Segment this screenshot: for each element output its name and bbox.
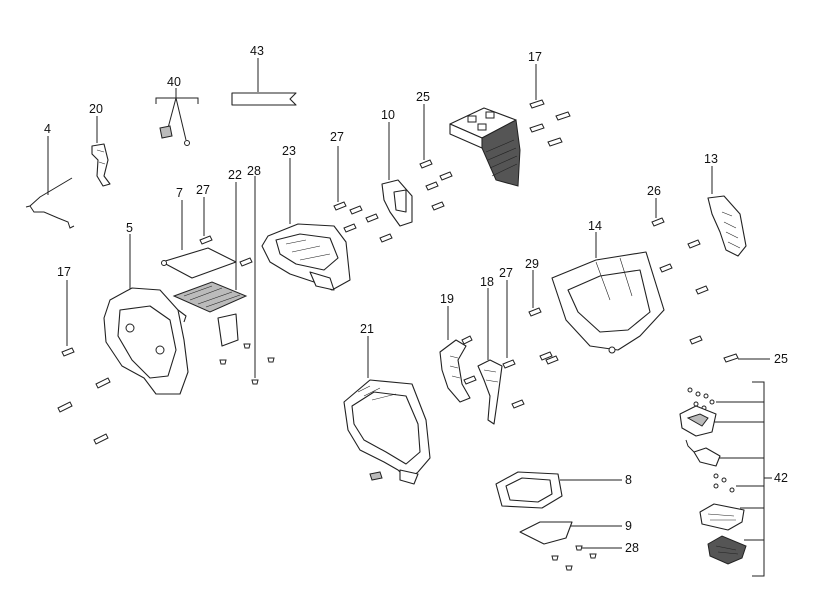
part-18-lever bbox=[477, 288, 503, 425]
label-18: 18 bbox=[480, 275, 494, 289]
part-10-bracket bbox=[381, 122, 413, 227]
part-17-screws-left bbox=[57, 280, 111, 445]
label-17-top: 17 bbox=[528, 50, 542, 64]
label-28-bottom: 28 bbox=[625, 541, 639, 555]
part-5-end-housing bbox=[103, 234, 189, 395]
part-40-wire-harness bbox=[155, 88, 199, 146]
label-43: 43 bbox=[250, 44, 264, 58]
part-27-screws-right bbox=[463, 280, 525, 409]
label-7: 7 bbox=[176, 186, 183, 200]
part-8-gasket-frame bbox=[495, 471, 622, 509]
part-43-label-plate bbox=[231, 58, 297, 106]
label-25-top: 25 bbox=[416, 90, 430, 104]
part-42-switch-kit bbox=[679, 381, 772, 577]
label-5: 5 bbox=[126, 221, 133, 235]
label-22: 22 bbox=[228, 168, 242, 182]
label-29: 29 bbox=[525, 257, 539, 271]
part-13-handle-grip bbox=[707, 166, 747, 257]
part-4-rod bbox=[25, 136, 75, 229]
part-9-pad bbox=[519, 521, 622, 545]
label-27-mid: 27 bbox=[330, 130, 344, 144]
part-28-screws-left bbox=[219, 176, 275, 385]
label-27-left: 27 bbox=[196, 183, 210, 197]
motor-assembly bbox=[449, 107, 521, 187]
label-40: 40 bbox=[167, 75, 181, 89]
part-21-main-housing bbox=[343, 336, 431, 485]
label-13: 13 bbox=[704, 152, 718, 166]
label-8: 8 bbox=[625, 473, 632, 487]
part-7-cover-plate bbox=[161, 200, 237, 279]
part-20-bracket bbox=[91, 116, 111, 187]
label-9: 9 bbox=[625, 519, 632, 533]
label-25-right: 25 bbox=[774, 352, 788, 366]
part-23-motor-frame bbox=[261, 158, 351, 291]
part-26-screw bbox=[651, 198, 665, 227]
label-20: 20 bbox=[89, 102, 103, 116]
label-26: 26 bbox=[647, 184, 661, 198]
label-21: 21 bbox=[360, 322, 374, 336]
part-28-screws-bottom bbox=[551, 545, 622, 571]
part-25-screw-right bbox=[723, 353, 770, 363]
screws-right-cluster bbox=[659, 239, 709, 345]
part-22-circuit-board bbox=[172, 182, 248, 347]
part-14-housing-half bbox=[551, 232, 665, 354]
label-23: 23 bbox=[282, 144, 296, 158]
part-27-screws-mid bbox=[333, 146, 393, 243]
callout-labels: 43 40 20 4 5 17 7 27 22 28 23 27 10 25 1… bbox=[44, 44, 788, 555]
part-27-screw-left bbox=[199, 197, 213, 245]
part-17-screws-top bbox=[529, 64, 571, 147]
label-42: 42 bbox=[774, 471, 788, 485]
part-19-trigger bbox=[439, 306, 473, 403]
part-25-screw-top bbox=[419, 104, 453, 211]
label-28-left: 28 bbox=[247, 164, 261, 178]
label-19: 19 bbox=[440, 292, 454, 306]
label-4: 4 bbox=[44, 122, 51, 136]
part-29-screws bbox=[528, 270, 559, 365]
label-27-right: 27 bbox=[499, 266, 513, 280]
label-17-left: 17 bbox=[57, 265, 71, 279]
label-10: 10 bbox=[381, 108, 395, 122]
label-14: 14 bbox=[588, 219, 602, 233]
